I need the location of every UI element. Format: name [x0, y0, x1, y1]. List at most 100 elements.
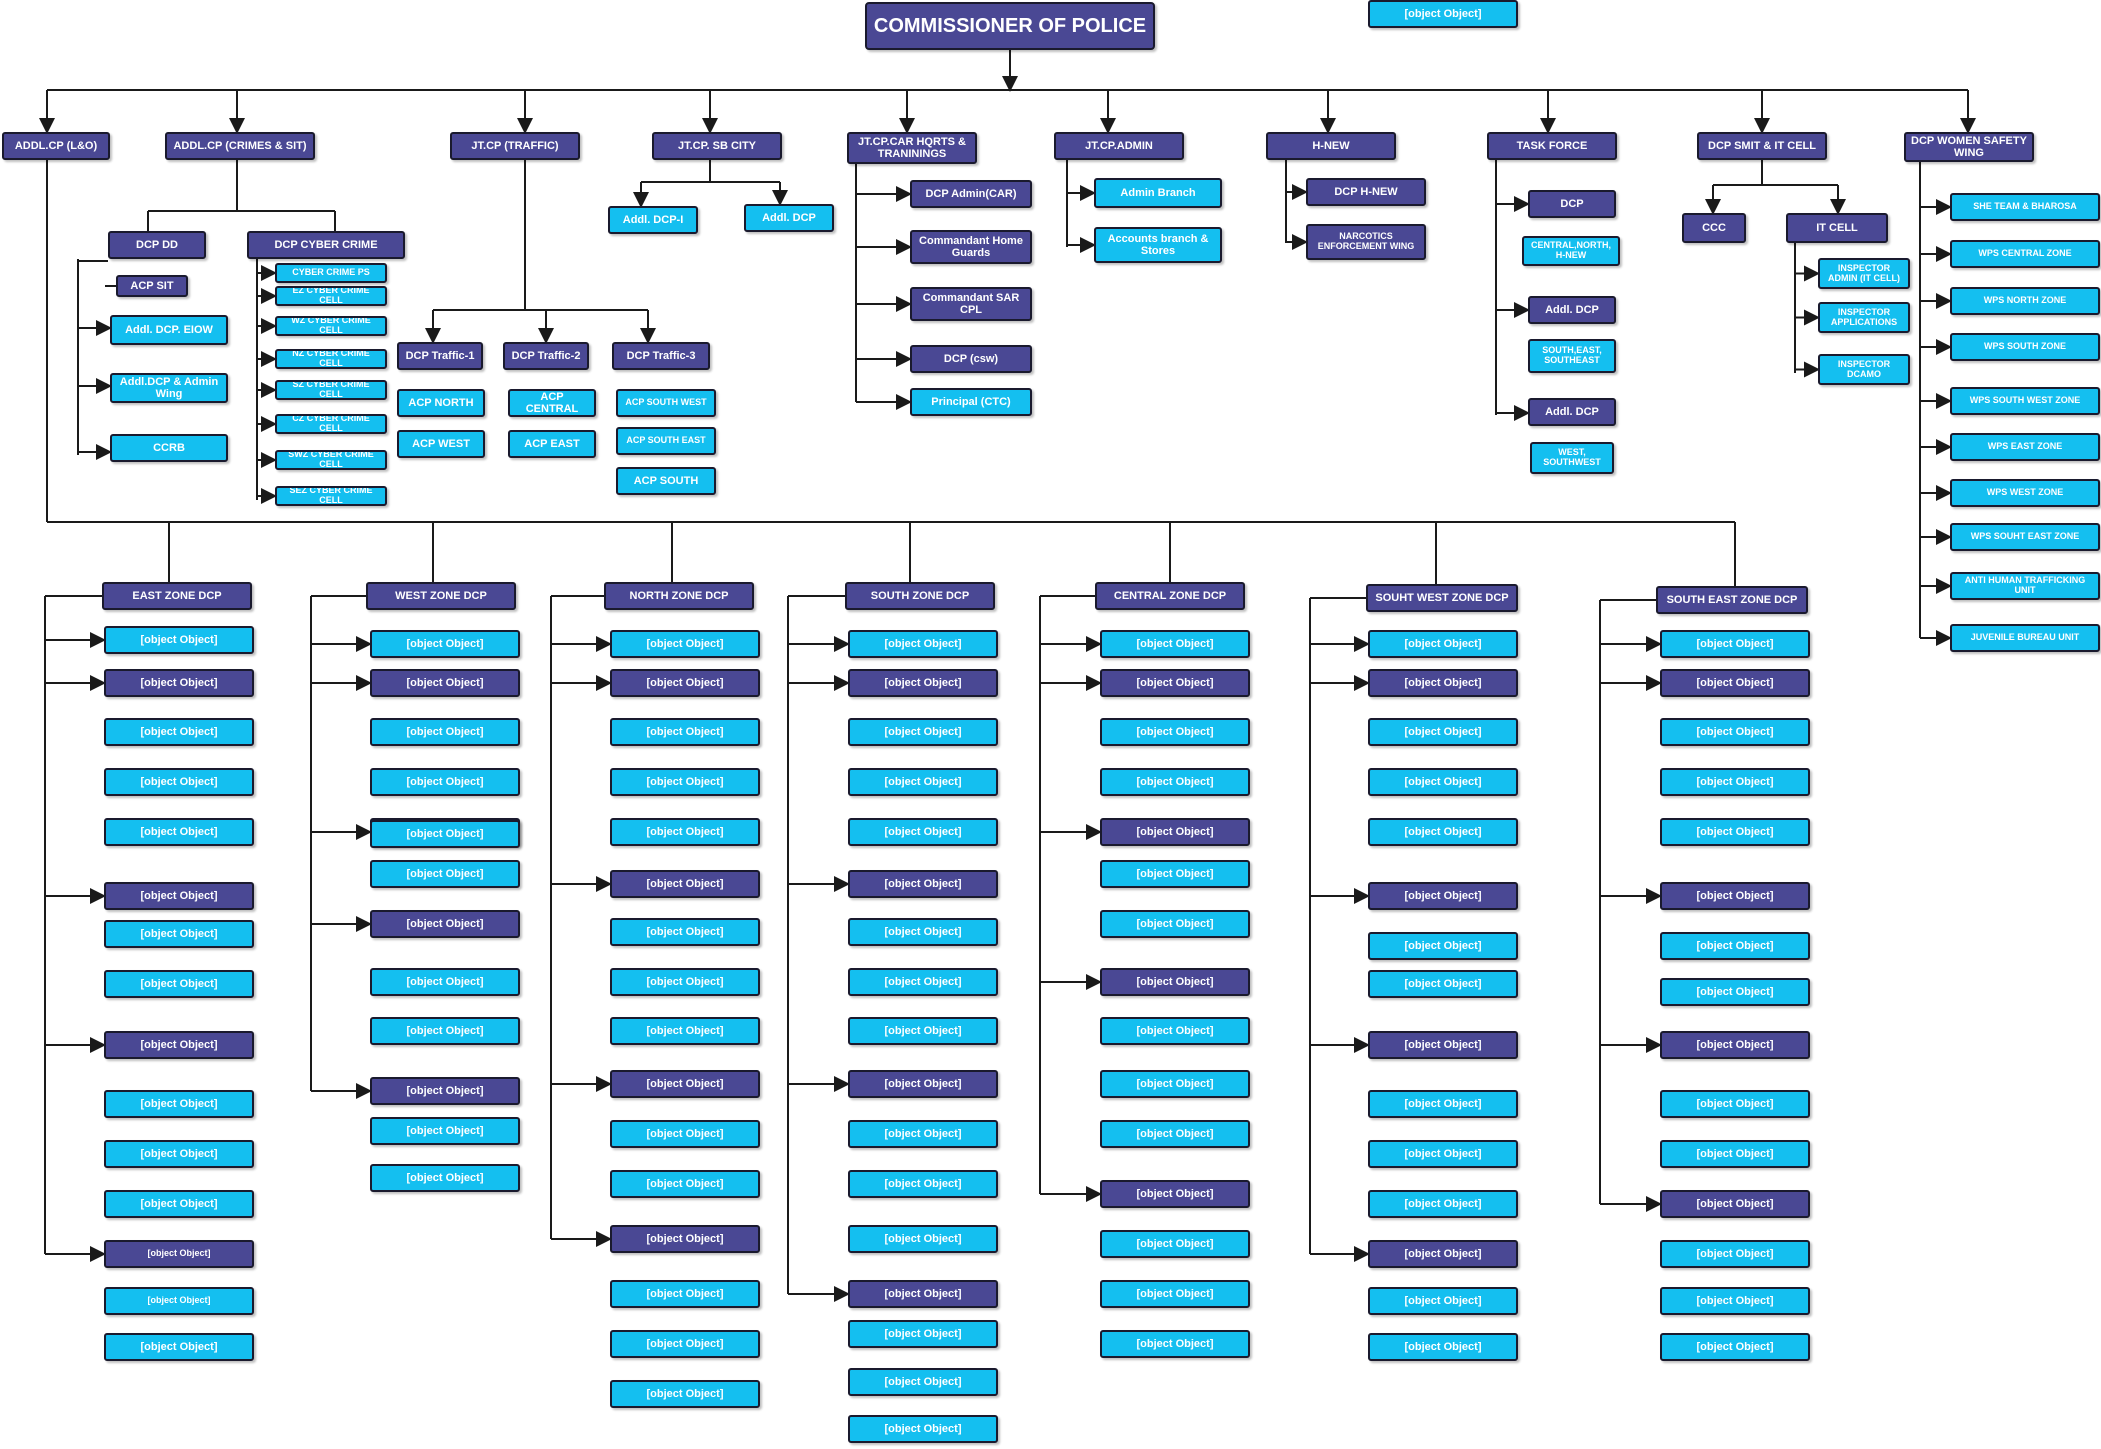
node-object-object[interactable]: [object Object] [610, 918, 760, 946]
node-addl-dcp[interactable]: Addl. DCP [1528, 398, 1616, 426]
node-object-object[interactable]: [object Object] [848, 1368, 998, 1396]
node-object-object[interactable]: [object Object] [370, 860, 520, 888]
node-object-object[interactable]: [object Object] [1100, 768, 1250, 796]
node-object-object[interactable]: [object Object] [1368, 1031, 1518, 1059]
node-object-object[interactable]: [object Object] [104, 669, 254, 697]
node-addl-cp-crimes-sit[interactable]: ADDL.CP (CRIMES & SIT) [165, 132, 315, 160]
node-ccc[interactable]: CCC [1682, 213, 1746, 243]
node-object-object[interactable]: [object Object] [1660, 1090, 1810, 1118]
node-object-object[interactable]: [object Object] [848, 768, 998, 796]
node-object-object[interactable]: [object Object] [1660, 669, 1810, 697]
node-object-object[interactable]: [object Object] [610, 630, 760, 658]
node-acp-central[interactable]: ACP CENTRAL [508, 389, 596, 417]
node-accounts-branch-stores[interactable]: Accounts branch & Stores [1094, 227, 1222, 263]
node-object-object[interactable]: [object Object] [1100, 860, 1250, 888]
node-west-southwest[interactable]: WEST, SOUTHWEST [1530, 442, 1614, 474]
node-object-object[interactable]: [object Object] [370, 768, 520, 796]
node-object-object[interactable]: [object Object] [610, 768, 760, 796]
node-object-object[interactable]: [object Object] [370, 718, 520, 746]
node-wz-cyber-crime-cell[interactable]: WZ CYBER CRIME CELL [275, 316, 387, 336]
node-object-object[interactable]: [object Object] [1368, 1333, 1518, 1361]
node-object-object[interactable]: [object Object] [610, 1330, 760, 1358]
node-object-object[interactable]: [object Object] [370, 1164, 520, 1192]
node-she-team-bharosa[interactable]: SHE TEAM & BHAROSA [1950, 193, 2100, 221]
node-jt-cp-admin[interactable]: JT.CP.ADMIN [1054, 132, 1184, 160]
node-object-object[interactable]: [object Object] [1100, 718, 1250, 746]
node-object-object[interactable]: [object Object] [848, 968, 998, 996]
node-object-object[interactable]: [object Object] [370, 630, 520, 658]
node-juvenile-bureau-unit[interactable]: JUVENILE BUREAU UNIT [1950, 624, 2100, 652]
node-dcp-dd[interactable]: DCP DD [108, 231, 206, 259]
node-central-north-h-new[interactable]: CENTRAL,NORTH, H-NEW [1522, 236, 1620, 266]
node-object-object[interactable]: [object Object] [1100, 630, 1250, 658]
node-object-object[interactable]: [object Object] [104, 970, 254, 998]
node-commandant-home-guards[interactable]: Commandant Home Guards [910, 230, 1032, 264]
node-nz-cyber-crime-cell[interactable]: NZ CYBER CRIME CELL [275, 349, 387, 369]
node-dcp-women-safety-wing[interactable]: DCP WOMEN SAFETY WING [1904, 132, 2034, 162]
node-south-east-southeast[interactable]: SOUTH,EAST, SOUTHEAST [1528, 339, 1616, 373]
node-object-object[interactable]: [object Object] [104, 1140, 254, 1168]
node-object-object[interactable]: [object Object] [1368, 1140, 1518, 1168]
node-dcp[interactable]: DCP [1528, 190, 1616, 218]
node-object-object[interactable]: [object Object] [1368, 1090, 1518, 1118]
node-swz-cyber-crime-cell[interactable]: SWZ CYBER CRIME CELL [275, 450, 387, 470]
node-object-object[interactable]: [object Object] [1660, 1190, 1810, 1218]
node-object-object[interactable]: [object Object] [104, 1287, 254, 1315]
node-object-object[interactable]: [object Object] [370, 968, 520, 996]
node-object-object[interactable]: [object Object] [610, 968, 760, 996]
node-cyber-crime-ps[interactable]: CYBER CRIME PS [275, 263, 387, 283]
node-object-object[interactable]: [object Object] [104, 1031, 254, 1059]
node-object-object[interactable]: [object Object] [610, 1070, 760, 1098]
node-object-object[interactable]: [object Object] [1368, 1287, 1518, 1315]
node-commissioner-of-police[interactable]: COMMISSIONER OF POLICE [865, 2, 1155, 50]
node-object-object[interactable]: [object Object] [610, 870, 760, 898]
node-object-object[interactable]: [object Object] [1660, 1287, 1810, 1315]
node-dcp-traffic-3[interactable]: DCP Traffic-3 [612, 342, 710, 370]
node-object-object[interactable]: [object Object] [848, 1170, 998, 1198]
node-anti-human-trafficking-unit[interactable]: ANTI HUMAN TRAFFICKING UNIT [1950, 572, 2100, 600]
node-object-object[interactable]: [object Object] [1368, 768, 1518, 796]
node-object-object[interactable]: [object Object] [104, 768, 254, 796]
node-dcp-traffic-2[interactable]: DCP Traffic-2 [503, 342, 589, 370]
node-jt-cp-car-hqrts-traninings[interactable]: JT.CP.CAR HQRTS & TRANININGS [847, 132, 977, 164]
node-object-object[interactable]: [object Object] [104, 1090, 254, 1118]
node-object-object[interactable]: [object Object] [1660, 630, 1810, 658]
node-object-object[interactable]: [object Object] [848, 669, 998, 697]
node-object-object[interactable]: [object Object] [848, 1017, 998, 1045]
node-object-object[interactable]: [object Object] [1100, 968, 1250, 996]
node-souht-west-zone-dcp[interactable]: SOUHT WEST ZONE DCP [1366, 584, 1518, 612]
node-object-object[interactable]: [object Object] [1368, 932, 1518, 960]
node-addl-dcp[interactable]: Addl. DCP [744, 204, 834, 232]
node-acp-sit[interactable]: ACP SIT [116, 275, 188, 297]
node-object-object[interactable]: [object Object] [1660, 1031, 1810, 1059]
node-object-object[interactable]: [object Object] [610, 1380, 760, 1408]
node-object-object[interactable]: [object Object] [370, 1017, 520, 1045]
node-object-object[interactable]: [object Object] [1100, 669, 1250, 697]
node-object-object[interactable]: [object Object] [1368, 882, 1518, 910]
node-object-object[interactable]: [object Object] [370, 1077, 520, 1105]
node-object-object[interactable]: [object Object] [848, 870, 998, 898]
node-wps-east-zone[interactable]: WPS EAST ZONE [1950, 433, 2100, 461]
node-object-object[interactable]: [object Object] [1100, 1017, 1250, 1045]
node-object-object[interactable]: [object Object] [370, 910, 520, 938]
node-object-object[interactable]: [object Object] [1660, 1333, 1810, 1361]
node-object-object[interactable]: [object Object] [610, 1017, 760, 1045]
node-dcp-traffic-1[interactable]: DCP Traffic-1 [397, 342, 483, 370]
node-wps-west-zone[interactable]: WPS WEST ZONE [1950, 479, 2100, 507]
node-object-object[interactable]: [object Object] [1660, 932, 1810, 960]
node-object-object[interactable]: [object Object] [104, 1190, 254, 1218]
node-object-object[interactable]: [object Object] [1368, 970, 1518, 998]
node-acp-south[interactable]: ACP SOUTH [616, 467, 716, 495]
node-object-object[interactable]: [object Object] [1100, 1230, 1250, 1258]
node-object-object[interactable]: [object Object] [1100, 910, 1250, 938]
node-cz-cyber-crime-cell[interactable]: CZ CYBER CRIME CELL [275, 414, 387, 434]
node-acp-north[interactable]: ACP NORTH [397, 389, 485, 417]
node-wps-central-zone[interactable]: WPS CENTRAL ZONE [1950, 240, 2100, 268]
node-task-force[interactable]: TASK FORCE [1487, 132, 1617, 160]
node-commandant-sar-cpl[interactable]: Commandant SAR CPL [910, 287, 1032, 321]
node-object-object[interactable]: [object Object] [104, 1240, 254, 1268]
node-jt-cp-sb-city[interactable]: JT.CP. SB CITY [652, 132, 782, 160]
node-wps-souht-east-zone[interactable]: WPS SOUHT EAST ZONE [1950, 523, 2100, 551]
node-principal-ctc[interactable]: Principal (CTC) [910, 388, 1032, 416]
node-object-object[interactable]: [object Object] [104, 626, 254, 654]
